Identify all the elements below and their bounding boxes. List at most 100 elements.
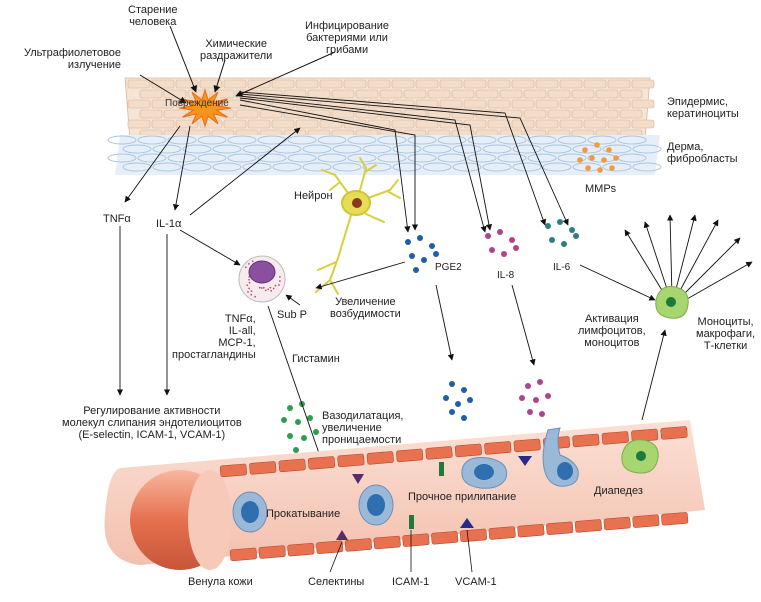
label-il8: IL-8 (497, 270, 515, 281)
fibroblast (407, 153, 437, 163)
molecule-dot (609, 165, 615, 171)
granule (274, 284, 277, 287)
keratinocyte (271, 79, 295, 89)
fibroblast (497, 135, 527, 145)
fibroblast (302, 144, 332, 154)
fibroblast (377, 135, 407, 145)
keratinocyte (511, 79, 535, 89)
adhering-leukocyte-2 (461, 457, 508, 489)
granule (244, 266, 247, 269)
label-tnfa: TNFα (103, 213, 131, 225)
fibroblast (272, 162, 302, 172)
endothelial-cell (307, 456, 336, 470)
adhesion-molecules (336, 456, 532, 540)
keratinocyte (523, 109, 547, 119)
mast-cell (238, 255, 286, 303)
keratinocyte (595, 109, 619, 119)
fibroblast (182, 144, 212, 154)
fibroblast (392, 144, 422, 154)
granule (250, 293, 253, 296)
molecule-dot (295, 419, 301, 425)
keratinocyte (127, 99, 151, 109)
granule (251, 260, 254, 263)
molecule-dot (421, 257, 427, 263)
rolling-leukocyte (232, 491, 268, 533)
molecule-dot (594, 142, 600, 148)
molecule-dot (281, 417, 287, 423)
pathway-arrows (116, 226, 667, 463)
fibroblast (392, 162, 422, 172)
selectin-upper (352, 474, 364, 484)
granule (278, 280, 281, 282)
pge2-dots (405, 235, 439, 273)
keratinocyte (535, 119, 559, 129)
keratinocyte (247, 79, 271, 89)
molecule-dot (569, 227, 575, 233)
molecule-dot (601, 157, 607, 163)
molecule-dot (449, 409, 455, 415)
fibroblast (287, 135, 317, 145)
keratinocyte (139, 109, 163, 119)
label-mast-products: TNFα,IL-all,MCP-1,простагландины (172, 313, 256, 361)
keratinocyte (319, 119, 343, 129)
icam-lower (409, 515, 414, 529)
molecule-dot (433, 251, 439, 257)
fibroblast (617, 135, 647, 145)
keratinocyte (343, 79, 367, 89)
endothelial-cell (546, 521, 574, 535)
fibroblast (227, 135, 257, 145)
keratinocyte (631, 99, 655, 109)
fibroblast (512, 162, 542, 172)
keratinocyte (163, 109, 187, 119)
endothelial-cell (513, 438, 541, 453)
keratinocyte (487, 79, 511, 89)
molecule-dot (313, 429, 319, 435)
granule (269, 286, 272, 289)
endothelial-cell (601, 431, 629, 445)
keratinocyte (355, 89, 379, 99)
granule (247, 262, 250, 265)
vcam-lower (460, 518, 474, 528)
fibroblast (137, 135, 167, 145)
endothelial-cell (425, 446, 453, 460)
fibroblast (362, 144, 392, 154)
molecule-dot (455, 401, 461, 407)
fibroblast (122, 144, 152, 154)
fibroblast (422, 162, 452, 172)
molecule-dot (293, 447, 299, 453)
molecule-dot (557, 219, 563, 225)
keratinocyte (559, 99, 583, 109)
molecule-dot (549, 237, 555, 243)
granule (270, 289, 273, 292)
endothelial-cell (402, 533, 430, 547)
fibroblast (542, 162, 572, 172)
keratinocyte (127, 79, 151, 89)
keratinocyte (559, 79, 583, 89)
fibroblast (317, 153, 347, 163)
granule (262, 286, 265, 289)
keratinocyte (487, 99, 511, 109)
fibroblast (167, 153, 197, 163)
keratinocyte (223, 79, 247, 89)
keratinocyte (583, 99, 607, 109)
molecule-dot (417, 235, 423, 241)
fibroblast (152, 144, 182, 154)
fibroblast (632, 162, 662, 172)
endothelial-cell (484, 441, 512, 455)
fibroblast (167, 135, 197, 145)
label-diapedesis: Диапедез (594, 485, 643, 497)
keratinocyte (499, 89, 523, 99)
endothelial-cell (344, 538, 372, 552)
molecule-dot (545, 393, 551, 399)
molecule-dot (287, 405, 293, 411)
label-vcam: VCAM-1 (455, 576, 497, 588)
endothelial-cell (249, 461, 277, 475)
endothelial-cell (431, 531, 459, 545)
molecule-dot (509, 237, 515, 243)
granule (250, 290, 253, 293)
il8-dots (485, 229, 519, 257)
